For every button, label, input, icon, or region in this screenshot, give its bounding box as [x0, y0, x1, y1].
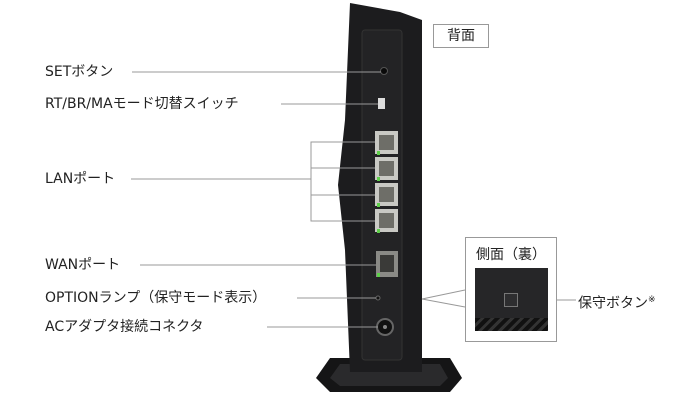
label-lan-port: LANポート [45, 171, 116, 187]
side-view-title: 側面（裏） [476, 247, 546, 263]
rear-view-label-box: 背面 [433, 24, 489, 48]
vent-slats [475, 318, 548, 331]
rear-view-label: 背面 [447, 28, 475, 44]
label-mode-switch: RT/BR/MAモード切替スイッチ [45, 96, 239, 112]
label-maintenance-button: 保守ボタン※ [578, 292, 656, 312]
maintenance-button [504, 293, 518, 307]
lan-ports [375, 131, 398, 233]
label-set-button: SETボタン [45, 64, 114, 80]
set-button-hole [380, 67, 388, 75]
option-lamp [375, 295, 381, 301]
side-view-photo [475, 268, 548, 331]
mode-switch [378, 98, 385, 109]
label-wan-port: WANポート [45, 257, 121, 273]
side-view-inset: 側面（裏） [465, 237, 557, 342]
label-ac-connector: ACアダプタ接続コネクタ [45, 319, 204, 335]
note-mark: ※ [648, 295, 656, 305]
label-option-lamp: OPTIONランプ（保守モード表示） [45, 290, 267, 306]
maintenance-button-text: 保守ボタン [578, 295, 648, 312]
